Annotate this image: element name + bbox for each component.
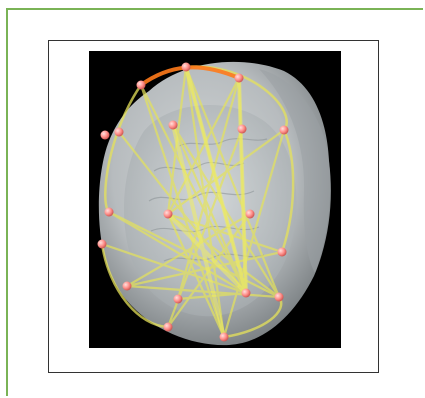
- electrode: [105, 208, 114, 217]
- electrode: [280, 126, 289, 135]
- electrode: [242, 289, 251, 298]
- electrode: [164, 210, 173, 219]
- electrode: [123, 282, 132, 291]
- electrode: [164, 323, 173, 332]
- electrode: [182, 63, 191, 72]
- electrode: [101, 131, 110, 140]
- electrode: [98, 240, 107, 249]
- electrode: [238, 125, 247, 134]
- electrode: [169, 121, 178, 130]
- electrode: [174, 295, 183, 304]
- electrode: [115, 128, 124, 137]
- electrode: [137, 81, 146, 90]
- electrode: [235, 74, 244, 83]
- head-connectivity-figure: [89, 51, 341, 348]
- electrode: [246, 210, 255, 219]
- electrode: [278, 248, 287, 257]
- head-model-svg: [89, 51, 341, 348]
- electrode: [275, 293, 284, 302]
- electrode: [220, 333, 229, 342]
